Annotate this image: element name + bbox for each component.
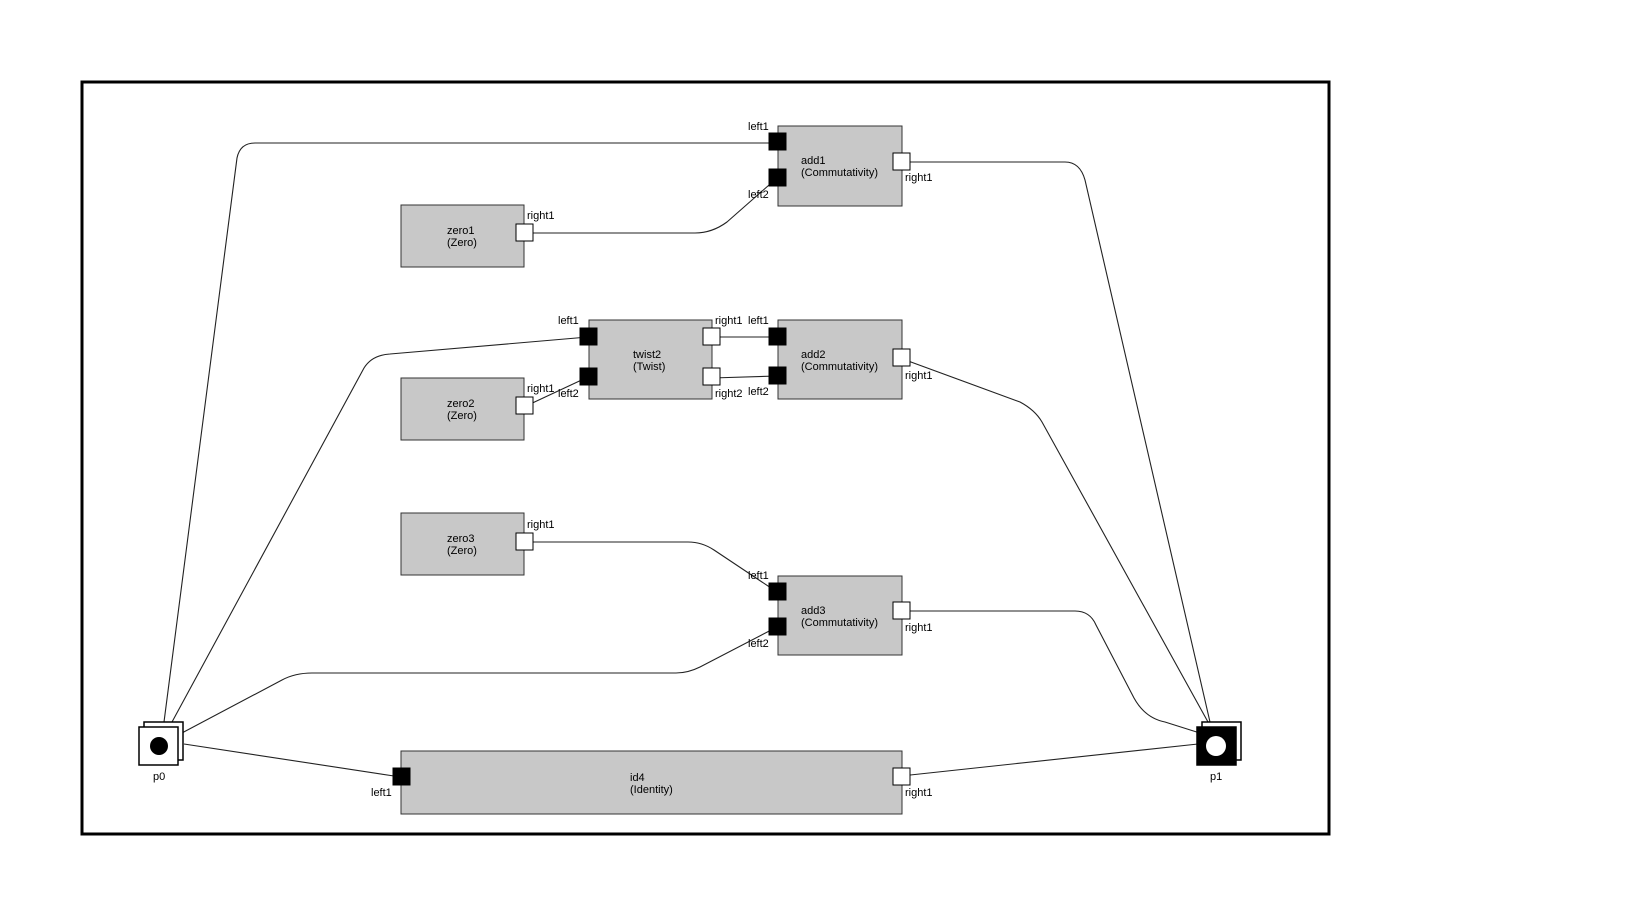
node-id4-type: (Identity) [630, 784, 673, 796]
add1-left1-port[interactable] [768, 132, 787, 151]
node-add1-type: (Commutativity) [801, 167, 878, 179]
twist2-right1-port[interactable] [702, 327, 721, 346]
wire-p0-add3-left2 [179, 626, 778, 735]
add2-left2-port[interactable] [768, 366, 787, 385]
twist2-right1-label: right1 [715, 315, 743, 327]
node-add1[interactable]: add1 (Commutativity) left1 left2 right1 [748, 121, 933, 207]
add2-left2-label: left2 [748, 386, 769, 398]
add3-right1-port[interactable] [892, 601, 911, 620]
node-id4[interactable]: id4 (Identity) left1 right1 [371, 750, 933, 815]
id4-left1-label: left1 [371, 787, 392, 799]
wires [163, 142, 1211, 777]
node-id4-name: id4 [630, 772, 645, 784]
wire-id4-p1 [900, 743, 1199, 777]
add2-left1-label: left1 [748, 315, 769, 327]
twist2-left2-port[interactable] [579, 367, 598, 386]
wire-add2-p1 [899, 357, 1209, 723]
terminal-p1[interactable]: p1 [1196, 721, 1242, 783]
node-add3-name: add3 [801, 605, 825, 617]
add3-left2-port[interactable] [768, 617, 787, 636]
twist2-right2-port[interactable] [702, 367, 721, 386]
wire-zero3-add3-left1 [526, 541, 778, 593]
add3-left2-label: left2 [748, 638, 769, 650]
node-twist2-type: (Twist) [633, 361, 665, 373]
node-zero1[interactable]: zero1 (Zero) right1 [400, 204, 555, 268]
twist2-left1-label: left1 [558, 315, 579, 327]
terminal-p0-label: p0 [153, 771, 165, 783]
wire-add3-p1 [900, 610, 1204, 735]
terminal-p0[interactable]: p0 [138, 721, 184, 783]
add1-right1-label: right1 [905, 172, 933, 184]
diagram-frame [80, 80, 1331, 836]
add1-right1-port[interactable] [892, 152, 911, 171]
add3-left1-port[interactable] [768, 582, 787, 601]
id4-right1-port[interactable] [892, 767, 911, 786]
node-zero1-type: (Zero) [447, 237, 477, 249]
wire-p0-add1-left1 [163, 142, 777, 723]
zero2-right1-label: right1 [527, 383, 555, 395]
twist2-right2-label: right2 [715, 388, 743, 400]
node-zero3-type: (Zero) [447, 545, 477, 557]
p0-filled-circle-icon [150, 737, 168, 755]
node-add2-type: (Commutativity) [801, 361, 878, 373]
add3-right1-label: right1 [905, 622, 933, 634]
add2-left1-port[interactable] [768, 327, 787, 346]
wire-p0-twist2-left1 [171, 336, 589, 723]
zero1-right1-label: right1 [527, 210, 555, 222]
node-twist2[interactable]: twist2 (Twist) left1 left2 right1 right2 [558, 315, 743, 400]
zero3-right1-port[interactable] [515, 532, 534, 551]
wire-add1-p1 [900, 161, 1211, 723]
node-add3-type: (Commutativity) [801, 617, 878, 629]
node-zero2[interactable]: zero2 (Zero) right1 [400, 377, 555, 441]
node-add3[interactable]: add3 (Commutativity) left1 left2 right1 [748, 570, 933, 656]
twist2-left2-label: left2 [558, 388, 579, 400]
add1-left2-label: left2 [748, 189, 769, 201]
zero3-right1-label: right1 [527, 519, 555, 531]
terminal-p1-label: p1 [1210, 771, 1222, 783]
add1-left2-port[interactable] [768, 168, 787, 187]
node-zero3[interactable]: zero3 (Zero) right1 [400, 512, 555, 576]
wire-twist2-add2-left2 [711, 375, 778, 379]
node-add1-name: add1 [801, 155, 825, 167]
add3-left1-label: left1 [748, 570, 769, 582]
zero2-right1-port[interactable] [515, 396, 534, 415]
add1-left1-label: left1 [748, 121, 769, 133]
node-zero2-type: (Zero) [447, 410, 477, 422]
node-zero3-name: zero3 [447, 533, 475, 545]
add2-right1-port[interactable] [892, 348, 911, 367]
node-zero1-name: zero1 [447, 225, 475, 237]
twist2-left1-port[interactable] [579, 327, 598, 346]
wire-zero1-add1-left2 [526, 177, 778, 234]
node-add2[interactable]: add2 (Commutativity) left1 left2 right1 [748, 315, 933, 400]
id4-left1-port[interactable] [392, 767, 411, 786]
node-add2-name: add2 [801, 349, 825, 361]
zero1-right1-port[interactable] [515, 223, 534, 242]
id4-right1-label: right1 [905, 787, 933, 799]
p1-hollow-circle-icon [1206, 736, 1226, 756]
node-zero2-name: zero2 [447, 398, 475, 410]
node-twist2-name: twist2 [633, 349, 661, 361]
wire-p0-id4-left1 [183, 743, 395, 777]
wire-zero2-twist2-left2 [525, 376, 589, 407]
add2-right1-label: right1 [905, 370, 933, 382]
